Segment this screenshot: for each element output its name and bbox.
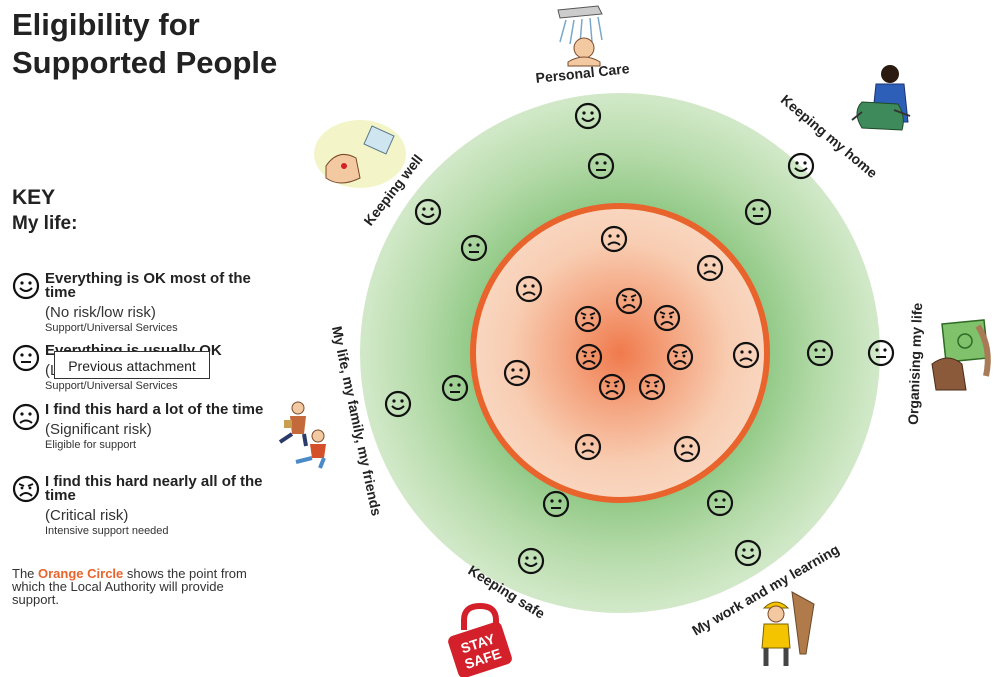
friends-icon [278, 401, 326, 469]
footnote-prefix: The [12, 566, 39, 581]
key-note: Eligible for support [45, 439, 137, 451]
shower-icon [557, 5, 603, 67]
key-risk: (No risk/low risk) [45, 304, 156, 321]
footnote-highlight: Orange Circle [38, 566, 124, 581]
title-line-1: Eligibility for [12, 7, 200, 42]
sad-face-icon [12, 403, 40, 431]
title-line-2: Supported People [12, 45, 278, 80]
key-label: I find this hard a lot of the time [45, 401, 264, 418]
key-note: Intensive support needed [45, 525, 169, 537]
orange-circle [470, 203, 770, 503]
key-label: Everything is OK most of the time [45, 270, 251, 301]
cleaning-icon [851, 65, 911, 131]
key-note: Support/Universal Services [45, 322, 178, 334]
page-title: Eligibility for Supported People [12, 6, 277, 82]
label-organising-my-life: Organising my life [905, 302, 925, 425]
happy-face-icon [12, 272, 40, 300]
key-risk: (Critical risk) [45, 507, 129, 524]
money-icon [931, 319, 991, 391]
previous-attachment-tooltip[interactable]: Previous attachment [54, 351, 210, 379]
neutral-face-icon [12, 344, 40, 372]
key-label: I find this hard nearly all of the time [45, 473, 263, 504]
footnote: The Orange Circle shows the point from w… [12, 567, 262, 606]
very-sad-face-icon [12, 475, 40, 503]
key-note: Support/Universal Services [45, 380, 178, 392]
key-risk: (Significant risk) [45, 421, 152, 438]
worker-icon [761, 591, 815, 666]
key-subheading: My life: [12, 213, 78, 234]
stay-safe-icon: STAY SAFE [448, 602, 512, 677]
medicine-icon [314, 120, 406, 188]
footnote-suffix: shows the point from which the Local Aut… [12, 566, 247, 607]
key-heading: KEY [12, 186, 56, 209]
